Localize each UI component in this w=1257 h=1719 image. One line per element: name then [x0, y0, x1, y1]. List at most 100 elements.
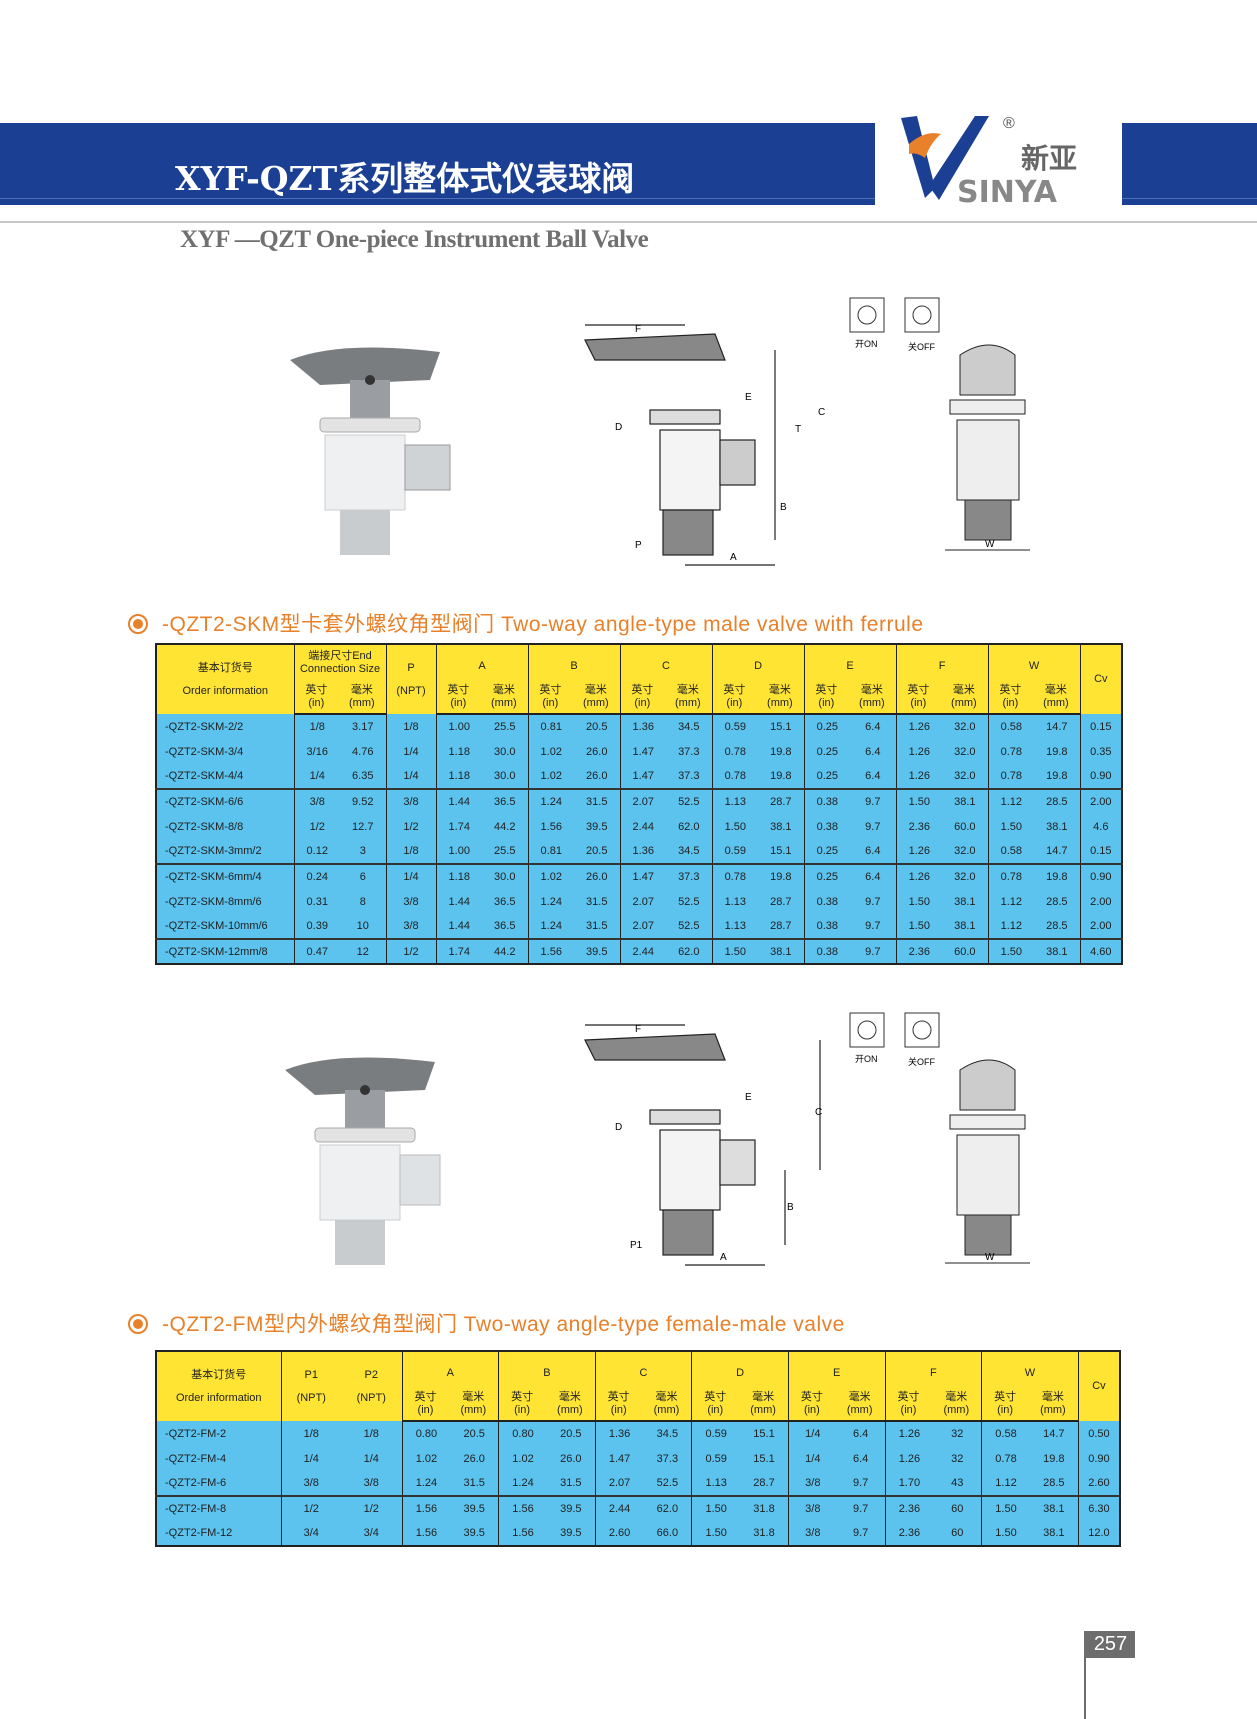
value-cell: 37.3 [666, 863, 713, 889]
in-unit-cn: 英寸 [897, 1390, 920, 1403]
mm-unit: 毫米(mm) [491, 684, 517, 710]
value-cell: 1.50 [691, 1495, 741, 1521]
value-cell: 0.15 [1079, 839, 1123, 864]
value-cell: 20.5 [574, 839, 621, 864]
dim-label-b: B [780, 502, 787, 513]
mm-unit-en: (mm) [460, 1403, 487, 1416]
dim-label-c: C [818, 407, 825, 418]
value-cell: 2.36 [884, 1521, 934, 1546]
value-cell: 19.8 [1034, 739, 1081, 764]
unit-header: 英寸(in)毫米(mm) [527, 680, 621, 715]
value-cell: 1.44 [435, 889, 483, 914]
unit-pair: 英寸(in)毫米(mm) [499, 1391, 595, 1417]
value-cell: 2.07 [619, 914, 667, 939]
value-cell: 38.1 [758, 938, 805, 964]
dim-label-d: D [615, 1122, 622, 1133]
value-cell: 1.47 [619, 764, 667, 789]
value-cell: 2.44 [619, 938, 667, 964]
in-unit: 英寸(in) [994, 1391, 1016, 1417]
value-cell: 1.13 [711, 889, 759, 914]
value-cell: 1.24 [527, 889, 575, 914]
value-cell: 37.3 [666, 764, 713, 789]
unit-header: 英寸(in)毫米(mm) [803, 680, 897, 715]
header-banner-right [1122, 123, 1257, 205]
value-cell: 19.8 [758, 863, 805, 889]
value-cell: 0.78 [981, 1446, 1030, 1471]
value-cell: 2.36 [895, 814, 943, 839]
unit-header: 英寸(in) 毫米(mm) [435, 680, 529, 715]
value-cell: 19.8 [1034, 863, 1081, 889]
connection-header-en: Connection Size [299, 662, 381, 675]
dim-header-b: B [498, 1351, 596, 1387]
cv-header: Cv [1077, 1351, 1121, 1421]
mm-unit-cn: 毫米 [1044, 683, 1067, 696]
in-unit-cn: 英寸 [704, 1390, 727, 1403]
value-cell: 0.38 [803, 914, 851, 939]
in-unit-en: (in) [726, 696, 743, 709]
value-cell: 31.5 [546, 1471, 596, 1496]
value-cell: 1/4 [787, 1446, 837, 1471]
order-header-en: Order information [182, 684, 269, 697]
order-code-cell: -QZT2-FM-4 [155, 1446, 282, 1471]
mm-unit-cn: 毫米 [848, 1390, 871, 1403]
value-cell: 6.4 [850, 739, 897, 764]
value-cell: 1.50 [987, 938, 1035, 964]
p-label: P [407, 661, 415, 674]
mm-unit: 毫米(mm) [675, 684, 701, 710]
dim-label-e: E [745, 392, 752, 403]
value-cell: 2.36 [895, 938, 943, 964]
unit-pair: 英寸(in)毫米(mm) [789, 1391, 885, 1417]
value-cell: 14.7 [1034, 839, 1081, 864]
value-cell: 9.7 [850, 788, 897, 814]
value-cell: 38.1 [942, 788, 989, 814]
page-title-cn: XYF-QZT系列整体式仪表球阀 [175, 159, 635, 198]
value-cell: 9.7 [850, 914, 897, 939]
value-cell: 36.5 [482, 788, 529, 814]
header-banner-left [0, 123, 875, 205]
value-cell: 19.8 [1034, 764, 1081, 789]
in-unit-cn: 英寸 [511, 1390, 534, 1403]
value-cell: 1/8 [293, 714, 340, 739]
in-unit: 英寸(in) [305, 684, 327, 710]
mm-unit-cn: 毫米 [768, 683, 791, 696]
mm-unit: 毫米(mm) [859, 684, 885, 710]
unit-pair: 英寸(in)毫米(mm) [886, 1391, 982, 1417]
value-cell: 1.56 [498, 1521, 547, 1546]
in-unit: 英寸(in) [447, 684, 469, 710]
in-unit-en: (in) [818, 696, 835, 709]
order-header-cn: 基本订货号 [197, 661, 253, 674]
unit-header: 英寸(in)毫米(mm) [787, 1387, 886, 1422]
p-header: P(NPT) [385, 644, 437, 714]
value-cell: 9.52 [340, 788, 387, 814]
value-cell: 0.58 [987, 714, 1035, 739]
value-cell: 0.59 [691, 1446, 741, 1471]
value-cell: 1.02 [527, 739, 575, 764]
value-cell: 0.25 [803, 863, 851, 889]
off-label: 关OFF [908, 341, 935, 352]
dim-header-e: E [787, 1351, 886, 1387]
value-cell: 0.90 [1079, 863, 1123, 889]
value-cell: 0.59 [691, 1421, 741, 1446]
logo-en: SINYA [957, 175, 1058, 208]
value-cell: 0.59 [711, 839, 759, 864]
value-cell: 32 [933, 1446, 983, 1471]
value-cell: 38.1 [942, 889, 989, 914]
unit-header: 英寸(in)毫米(mm) [619, 680, 713, 715]
value-cell: 1.56 [527, 814, 575, 839]
value-cell: 19.8 [1029, 1446, 1079, 1471]
value-cell: 2.00 [1079, 914, 1123, 939]
value-cell: 3 [340, 839, 387, 864]
value-cell: 20.5 [546, 1421, 596, 1446]
value-cell: 2.60 [594, 1521, 644, 1546]
value-cell: 0.58 [987, 839, 1035, 864]
in-unit: 英寸(in) [704, 1391, 726, 1417]
side-view-drawing-fm: 开ON 关OFF W [849, 1012, 1030, 1264]
value-cell: 0.78 [987, 764, 1035, 789]
in-unit-en: (in) [417, 1403, 434, 1416]
order-code-cell: -QZT2-SKM-12mm/8 [155, 938, 295, 964]
value-cell: 1.74 [435, 938, 483, 964]
